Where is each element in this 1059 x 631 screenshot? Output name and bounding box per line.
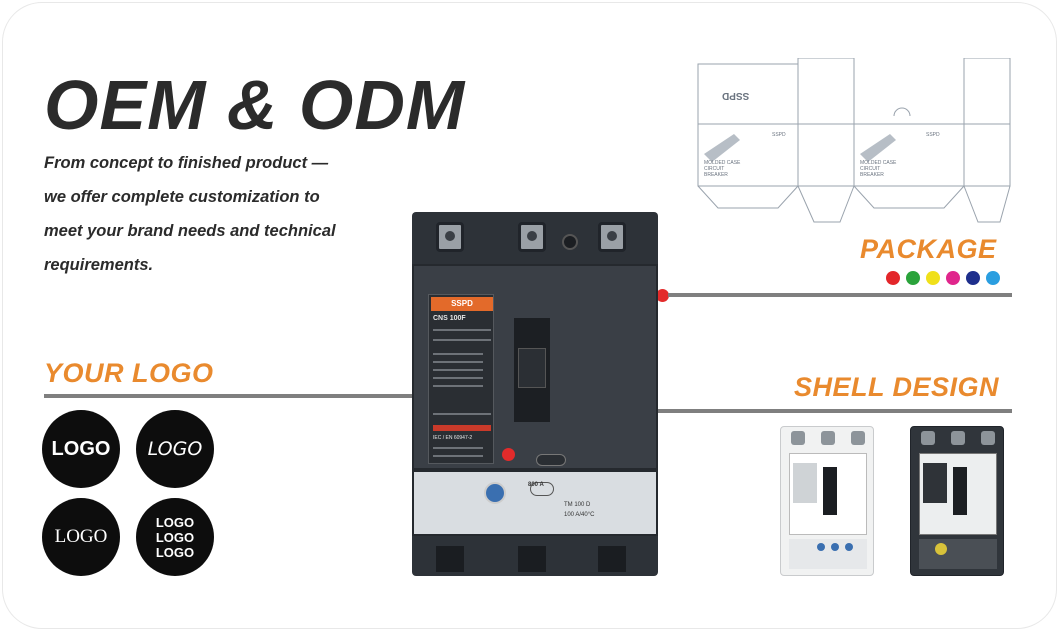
shell-white-handle: [823, 467, 837, 515]
breaker-standard: IEC / EN 60947-2: [433, 435, 473, 441]
swatch-yellow: [926, 271, 940, 285]
package-rule: [668, 293, 1012, 297]
swatch-navy: [966, 271, 980, 285]
breaker-bottom-terminals: [412, 536, 658, 576]
shell-dark-handle: [953, 467, 967, 515]
subtitle-line-3: meet your brand needs and technical: [44, 222, 336, 240]
trip-pointer-dot: [502, 448, 515, 461]
package-text-front: MOLDED CASE CIRCUIT BREAKER: [704, 160, 741, 178]
package-brand-side: SSPD: [926, 132, 940, 138]
subtitle: From concept to finished product — we of…: [44, 146, 404, 282]
swatch-blue: [986, 271, 1000, 285]
circuit-breaker-image: SSPD CNS 100F IEC / EN 60947-2 800 A TM …: [412, 212, 658, 576]
trip-rating: 800 A: [528, 482, 544, 488]
breaker-top-terminals: [412, 212, 658, 264]
breaker-model: CNS 100F: [433, 315, 466, 322]
swatch-magenta: [946, 271, 960, 285]
your-logo-title: YOUR LOGO: [44, 358, 214, 388]
breaker-brand: SSPD: [431, 297, 493, 311]
package-brand-flap: SSPD: [722, 90, 750, 101]
trip-spec: 100 A/40°C: [564, 512, 595, 518]
terminal-1: [436, 222, 464, 252]
your-logo-rule: [44, 394, 444, 398]
page-title: OEM & ODM: [44, 66, 466, 144]
shell-design-title: SHELL DESIGN: [794, 372, 1000, 402]
package-dieline: SSPD SSPD SSPD MOLDED CASE CIRCUIT BREAK…: [694, 57, 1012, 228]
logo-badge-bold: LOGO: [42, 410, 120, 488]
terminal-3: [518, 222, 546, 252]
breaker-front-panel: SSPD CNS 100F IEC / EN 60947-2: [412, 264, 658, 470]
package-brand-front: SSPD: [772, 132, 786, 138]
logo-badge-serif: LOGO: [42, 498, 120, 576]
breaker-spec-label: SSPD CNS 100F IEC / EN 60947-2: [428, 294, 494, 464]
shell-variant-dark: [910, 426, 1004, 576]
trip-dial-knob: [484, 482, 506, 504]
trip-indicator: [530, 482, 554, 496]
shell-design-rule: [640, 409, 1012, 413]
swatch-red: [886, 271, 900, 285]
breaker-handle: [518, 348, 546, 388]
logo-badge-italic: LOGO: [136, 410, 214, 488]
breaker-screw: [562, 234, 578, 250]
shell-variant-white: [780, 426, 874, 576]
swatch-green: [906, 271, 920, 285]
package-dieline-drawing: [697, 57, 1011, 223]
logo-badge-stacked: LOGO LOGO LOGO: [136, 498, 214, 576]
breaker-trip-unit: 800 A TM 100 D 100 A/40°C: [412, 470, 658, 536]
subtitle-line-1: From concept to finished product —: [44, 154, 329, 172]
package-pointer-dot: [656, 289, 669, 302]
subtitle-line-2: we offer complete customization to: [44, 188, 320, 206]
terminal-5: [598, 222, 626, 252]
subtitle-line-4: requirements.: [44, 256, 154, 274]
trip-model: TM 100 D: [564, 502, 591, 508]
package-title: PACKAGE: [860, 234, 997, 264]
package-text-side: MOLDED CASE CIRCUIT BREAKER: [860, 160, 897, 178]
breaker-rating-tag: [536, 454, 566, 466]
package-color-swatches: [886, 271, 1000, 285]
